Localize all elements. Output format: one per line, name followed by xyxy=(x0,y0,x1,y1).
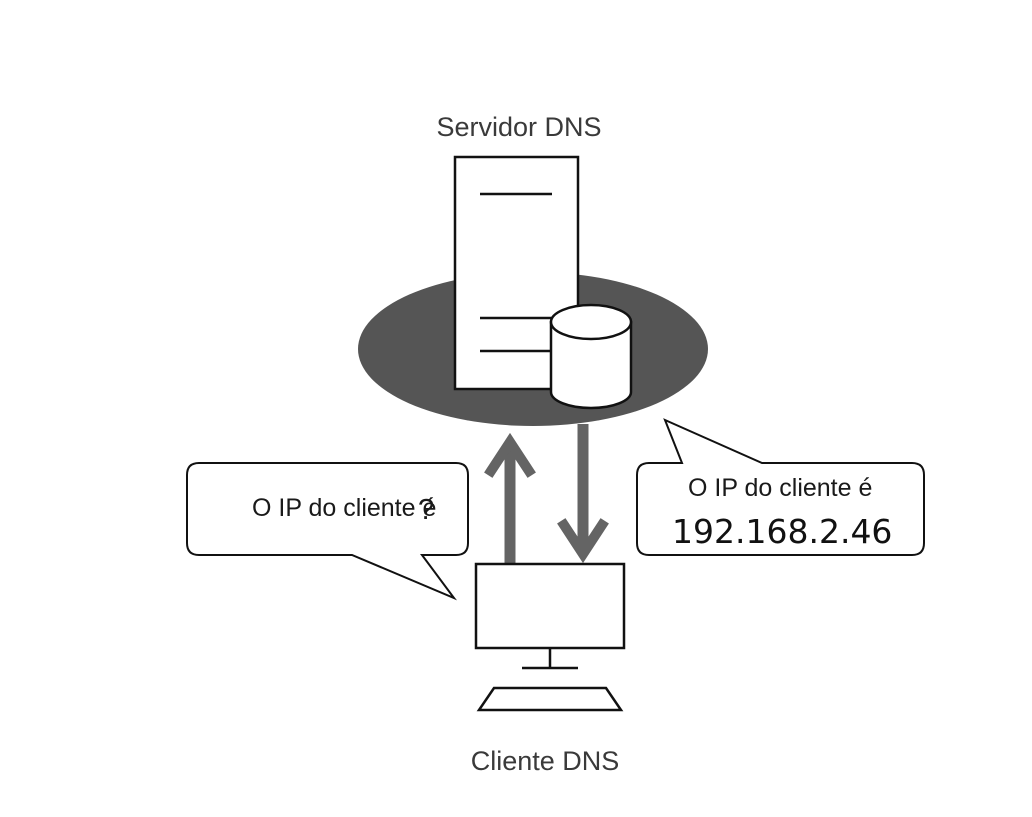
response-ip-address: 192.168.2.46 xyxy=(672,512,892,551)
arrow-down-icon xyxy=(557,424,609,564)
keyboard-icon xyxy=(476,686,624,712)
database-icon xyxy=(549,303,633,410)
arrow-up-icon xyxy=(484,432,536,563)
query-question-mark: ? xyxy=(418,494,434,526)
response-bubble: O IP do cliente é 192.168.2.46 xyxy=(636,418,925,556)
monitor-icon xyxy=(474,562,626,670)
query-bubble-text: O IP do cliente é xyxy=(252,494,436,522)
query-bubble: O IP do cliente é ? xyxy=(186,462,469,601)
response-bubble-text: O IP do cliente é xyxy=(688,474,872,502)
client-label: Cliente DNS xyxy=(471,746,620,776)
server-label: Servidor DNS xyxy=(436,112,601,142)
